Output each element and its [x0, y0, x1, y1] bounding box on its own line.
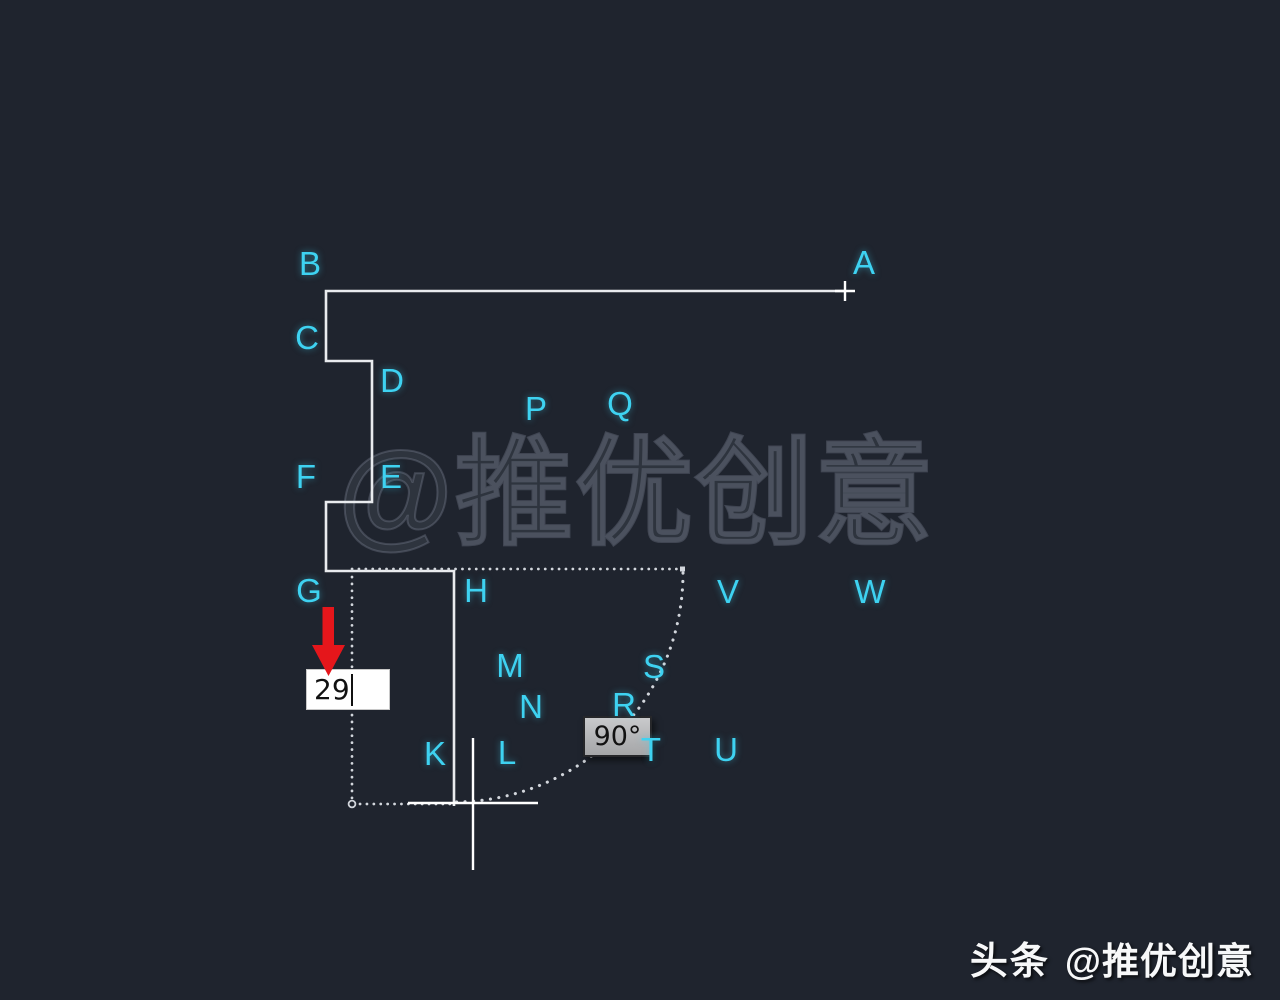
dynamic-input-field[interactable]: 29 [306, 669, 390, 710]
text-caret [350, 673, 354, 706]
credit-brand: 头条 [969, 941, 1050, 983]
angle-badge: 90° [583, 716, 652, 757]
drawn-polyline [324, 289, 845, 806]
credit-handle: @推优创意 [1064, 941, 1254, 982]
credit-line: 头条 @推优创意 [970, 930, 1254, 985]
watermark-text: @推优创意 [337, 427, 936, 561]
tracking-point-marker [347, 799, 357, 809]
tracking-endpoint-square [680, 566, 685, 572]
angle-badge-value: 90° [593, 721, 642, 752]
crosshair-cursor [408, 738, 538, 870]
dynamic-input-value: 29 [314, 673, 350, 706]
arc-preview [452, 571, 685, 804]
point-a-cross-marker [835, 281, 855, 301]
